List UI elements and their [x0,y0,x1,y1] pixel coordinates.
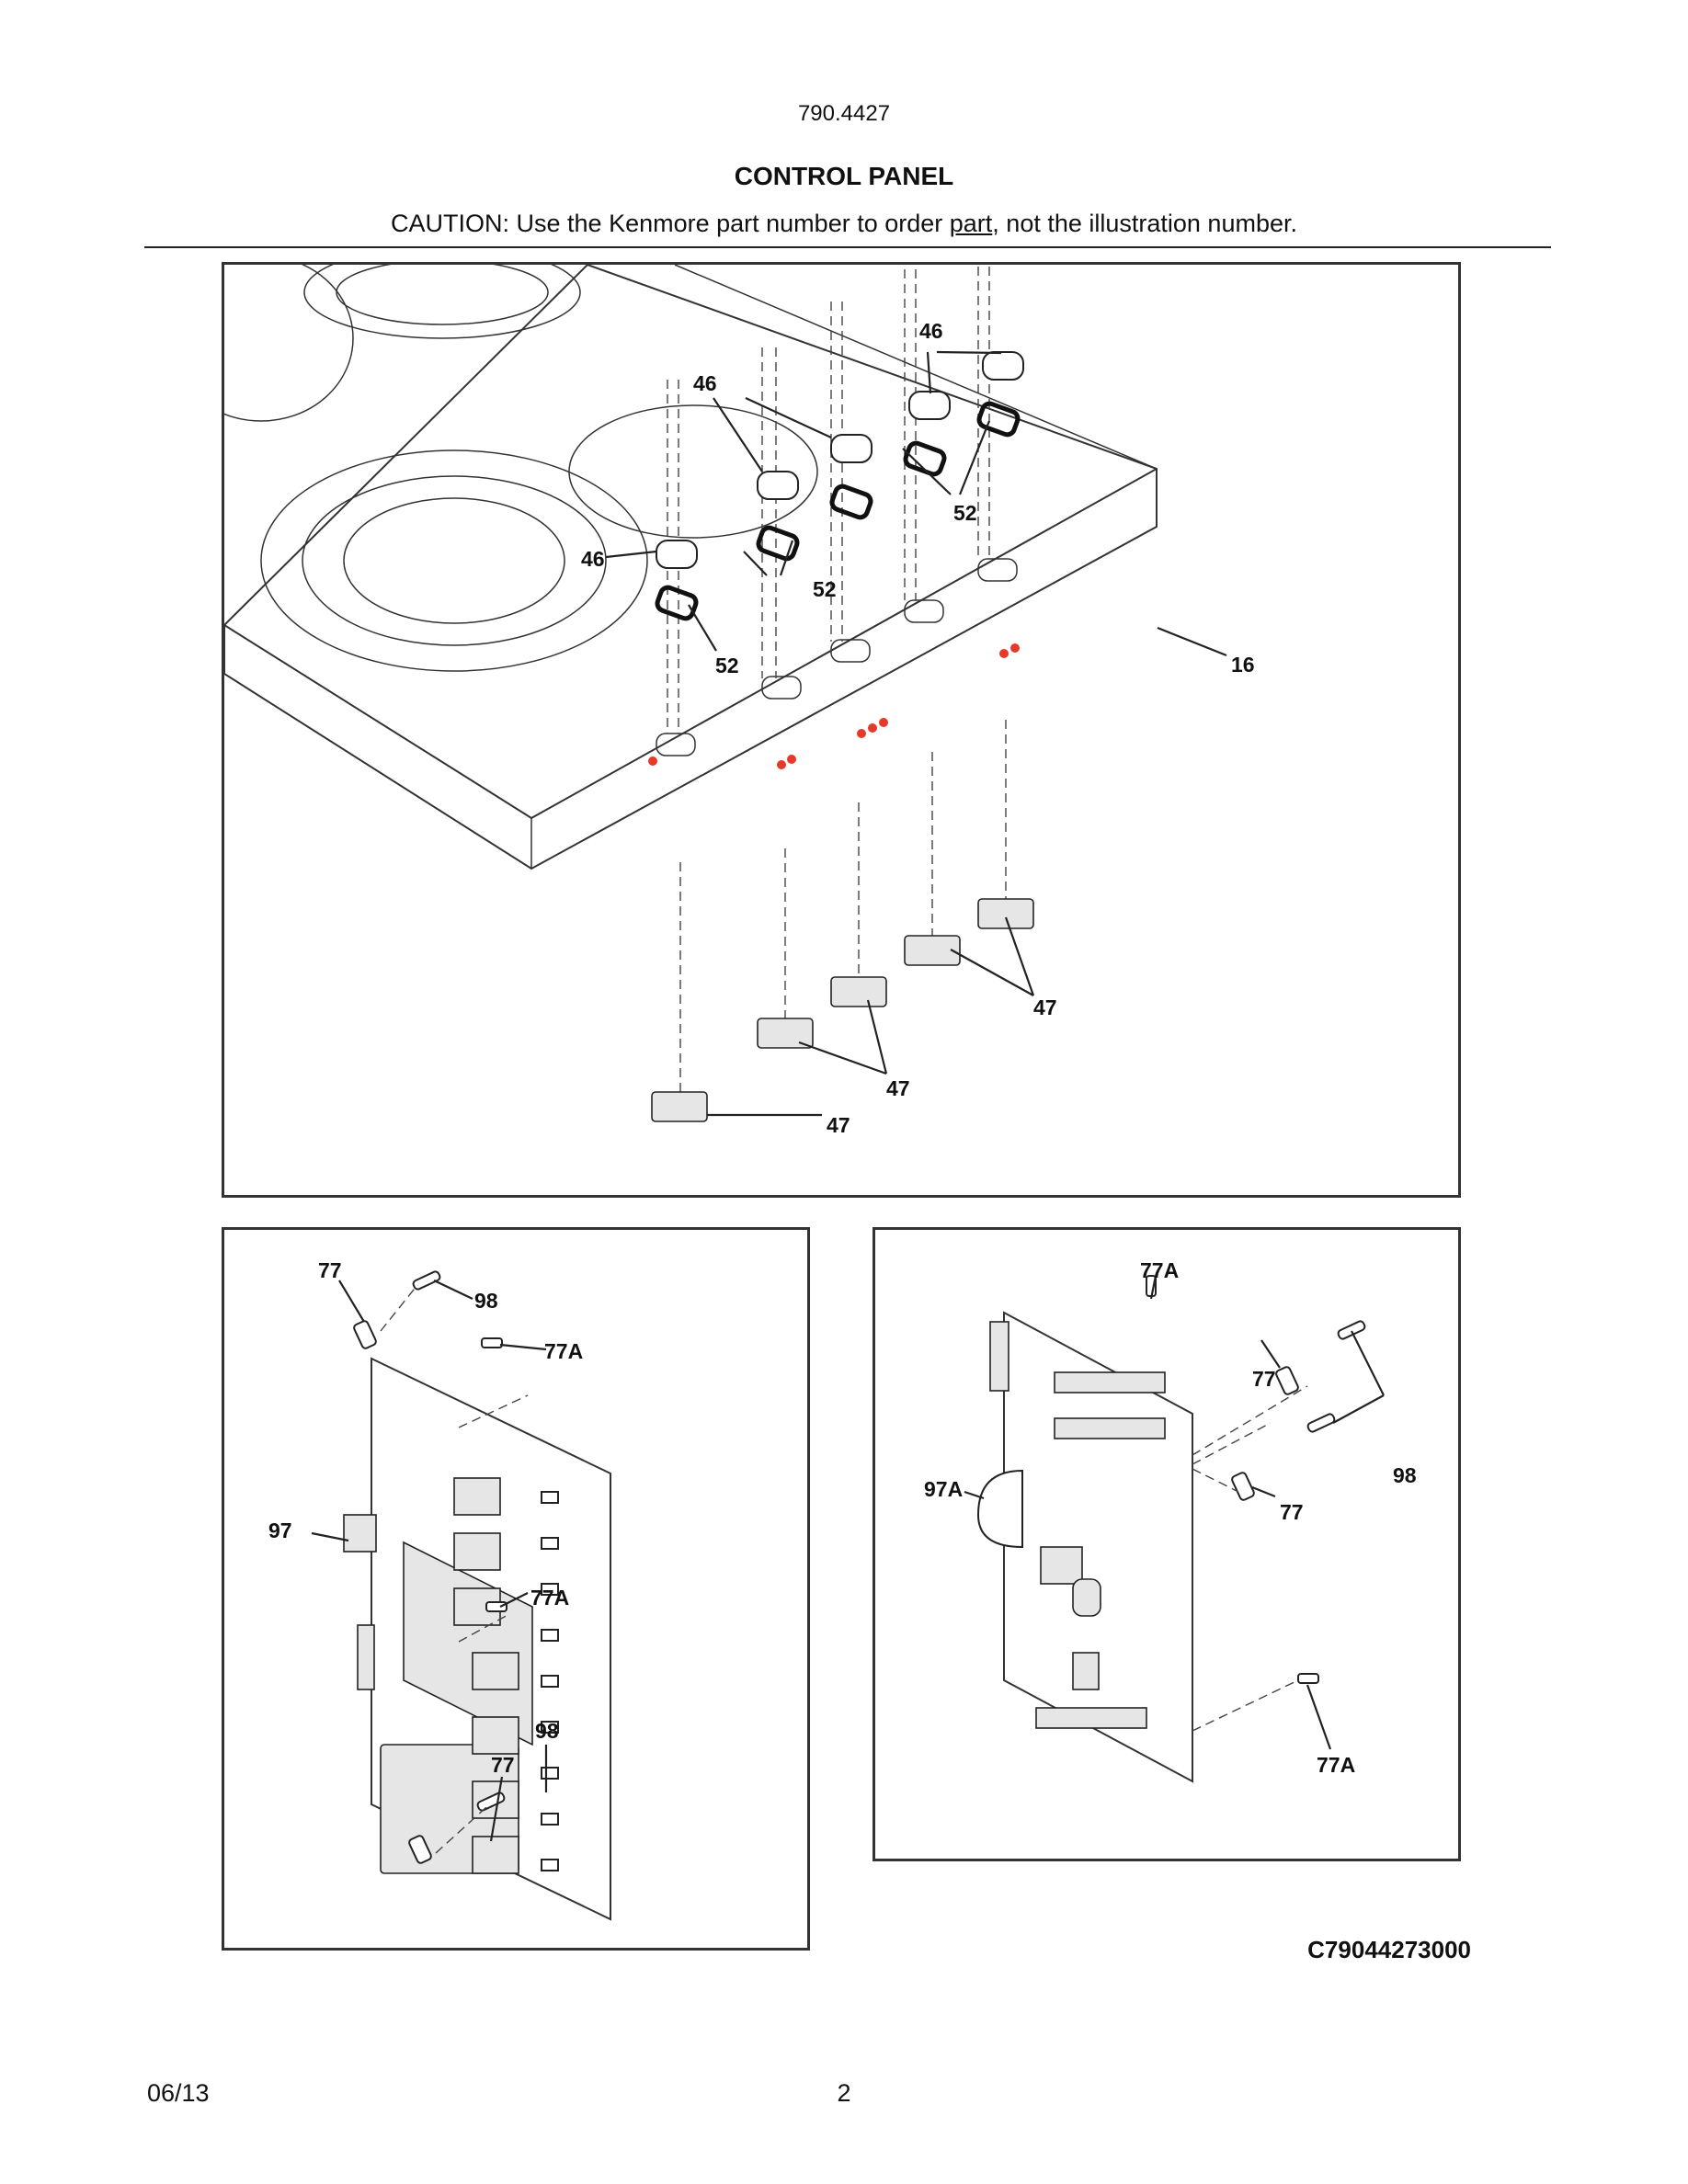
callout-98-b: 98 [535,1719,559,1743]
callout-47-c: 47 [827,1113,850,1137]
caution-part-link: part [949,210,993,237]
caution-text-start: CAUTION: Use the Kenmore part number to … [391,210,950,237]
callout-16: 16 [1231,653,1255,677]
callout-77a-c: 77A [1140,1258,1179,1282]
callout-52-b: 52 [813,577,837,601]
callout-77-a: 77 [318,1258,342,1282]
callout-46-a: 46 [581,547,605,571]
control-panel-diagram: 46 46 46 52 52 52 16 47 47 47 [222,262,1461,1198]
callout-77a-d: 77A [1317,1753,1355,1777]
control-panel-illustration: 46 46 46 52 52 52 16 47 47 47 [224,265,1255,1137]
main-board-diagram: 77 98 77A 97 77A 98 77 [222,1227,810,1951]
interface-board-illustration: 77A 77 97A 98 77 77A [924,1258,1417,1783]
page-number: 2 [837,2079,851,2107]
revision-date: 06/13 [147,2079,210,2107]
switch-modules [651,898,1034,1122]
gaskets [655,401,1021,621]
diagram-code: C79044273000 [1307,1936,1471,1963]
leader-lines [605,350,1227,1117]
callout-98-a: 98 [474,1289,498,1313]
terminals [541,1491,559,1871]
touch-control-openings [656,558,1018,756]
callout-77a-b: 77A [530,1586,569,1610]
knobs [656,351,1024,569]
callout-47-a: 47 [1033,995,1057,1019]
indicator-lights [648,643,1020,769]
callout-98-c: 98 [1393,1463,1417,1487]
callout-52-c: 52 [953,501,977,525]
callout-77-b: 77 [491,1753,515,1777]
caution-note: CAUTION: Use the Kenmore part number to … [0,210,1688,238]
caution-text-end: , not the illustration number. [992,210,1297,237]
page-title: CONTROL PANEL [734,162,954,190]
callout-77-c: 77 [1252,1367,1276,1391]
callout-46-b: 46 [693,371,717,395]
callout-97a: 97A [924,1477,963,1501]
header-divider [144,246,1551,248]
callout-97: 97 [268,1519,292,1542]
main-board-illustration: 77 98 77A 97 77A 98 77 [268,1258,611,1921]
callout-77-d: 77 [1280,1500,1304,1524]
user-interface-board-diagram: 77A 77 97A 98 77 77A [873,1227,1461,1861]
callout-52-a: 52 [715,654,739,677]
callout-46-c: 46 [919,319,943,343]
model-number: 790.4427 [797,101,891,126]
callout-77a-a: 77A [544,1339,583,1363]
callout-47-b: 47 [886,1076,910,1100]
